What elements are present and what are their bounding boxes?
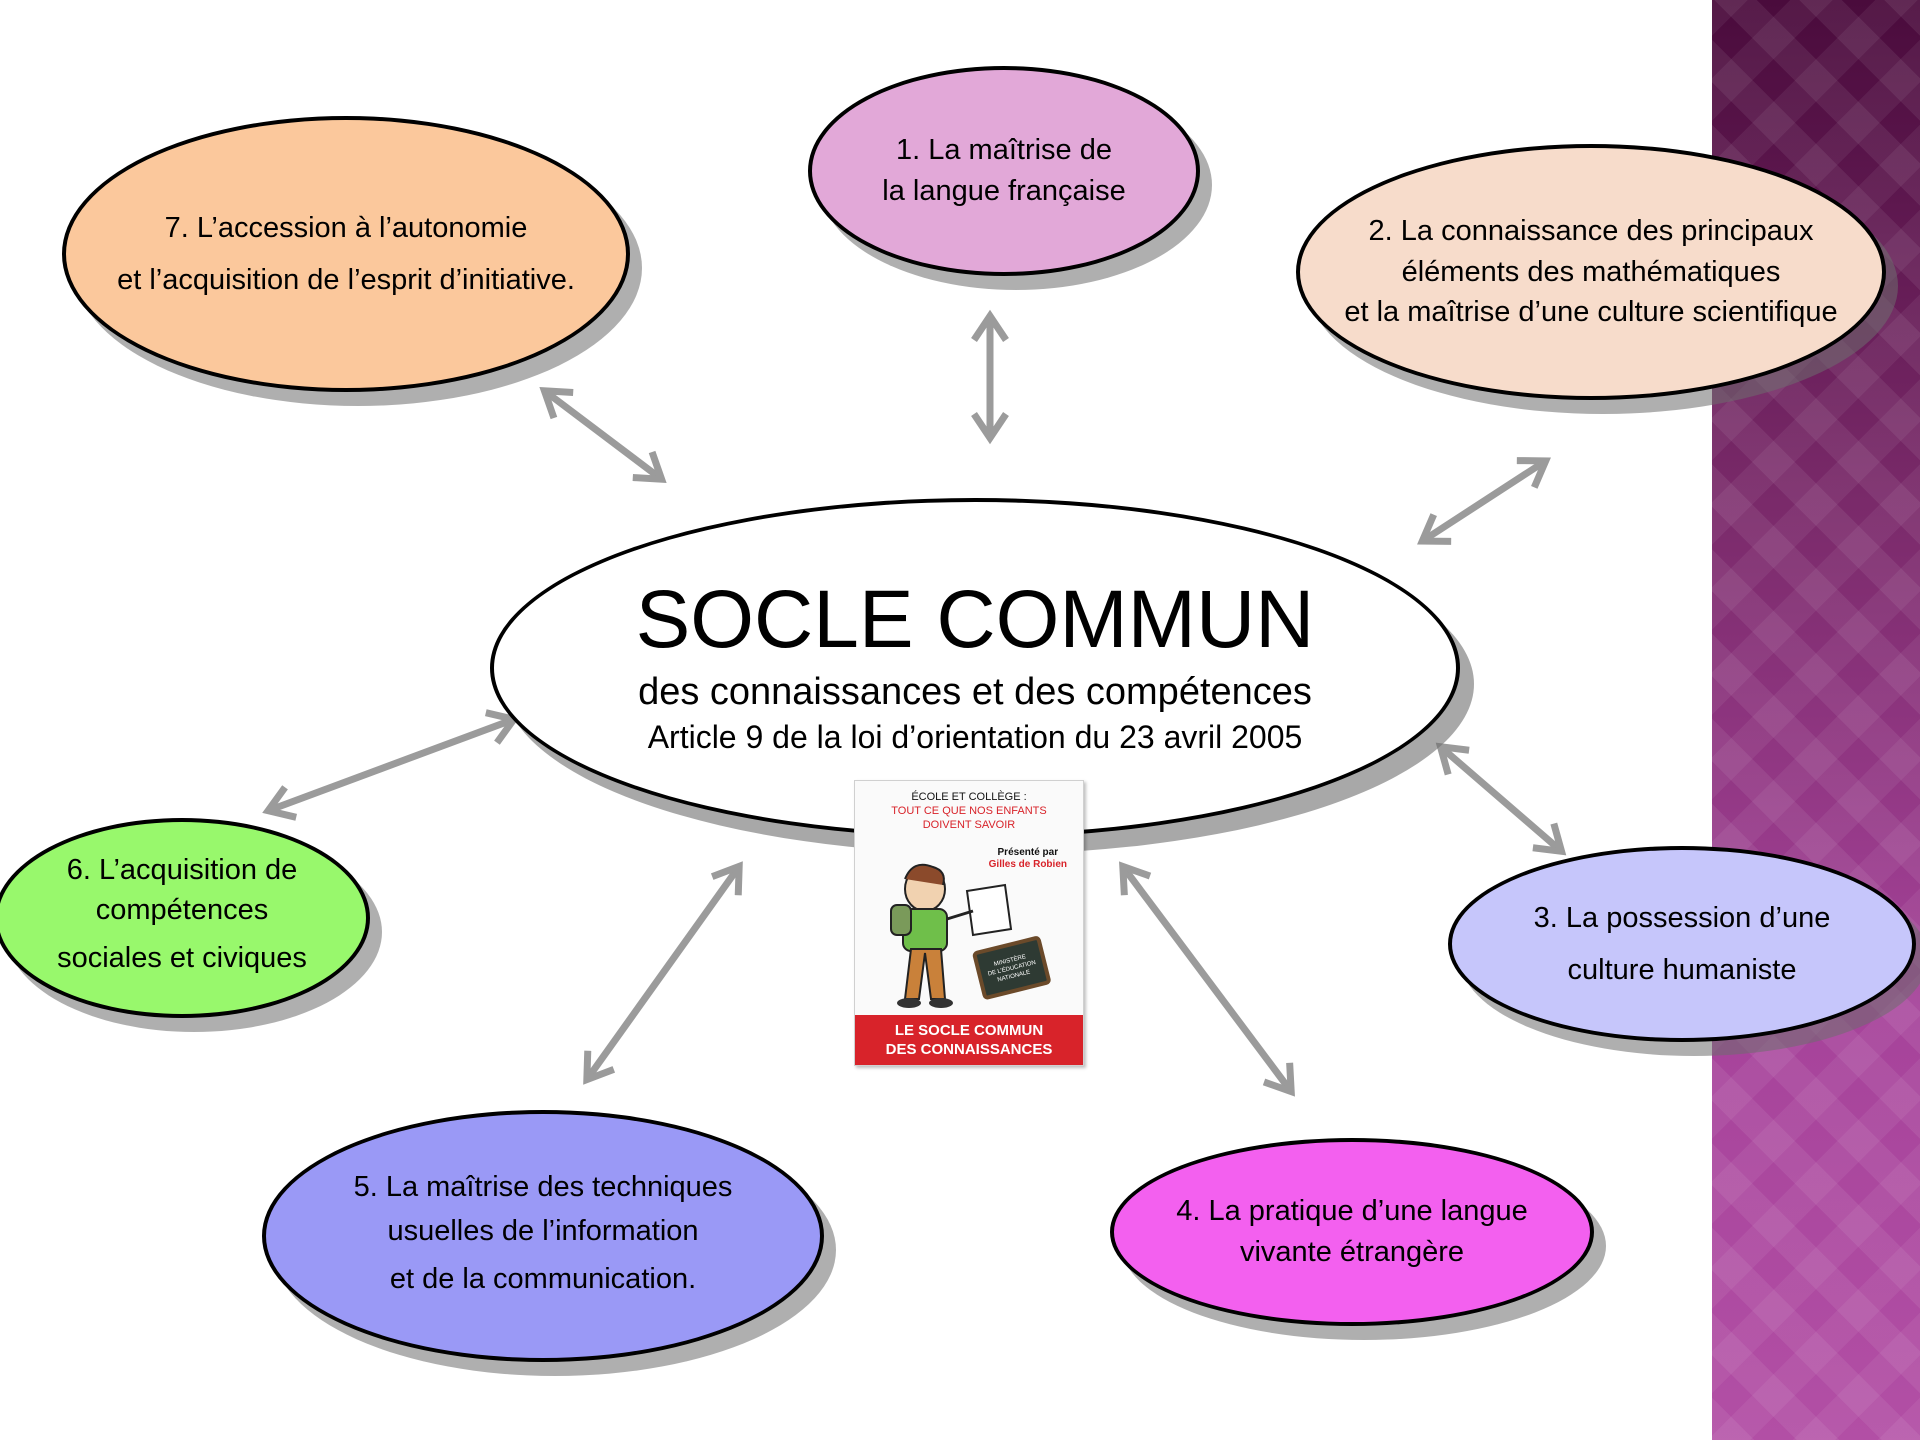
book-header: ÉCOLE ET COLLÈGE : TOUT CE QUE NOS ENFAN… — [855, 791, 1083, 832]
book-presented-label: Présenté par — [997, 847, 1059, 858]
book-author: Gilles de Robien — [988, 859, 1067, 870]
node-3-culture-humaniste: 3. La possession d’une culture humaniste — [1448, 846, 1916, 1042]
node-7-line-1: 7. L’accession à l’autonomie — [164, 211, 528, 244]
node-1-line-2: la langue française — [882, 175, 1126, 207]
node-7-autonomie-initiative: 7. L’accession à l’autonomie et l’acquis… — [62, 116, 630, 392]
arrow-center-to-4 — [1119, 861, 1295, 1097]
arrow-center-to-7 — [539, 386, 667, 484]
node-5-line-3: et de la communication. — [389, 1263, 697, 1296]
book-header-pre: ÉCOLE ET COLLÈGE : — [911, 791, 1027, 803]
center-article-reference: Article 9 de la loi d’orientation du 23 … — [647, 718, 1303, 755]
book-footer-line-1: LE SOCLE COMMUN — [894, 1021, 1044, 1039]
node-2-mathematiques-sciences: 2. La connaissance des principaux élémen… — [1296, 144, 1886, 400]
node-2-line-1: 2. La connaissance des principaux — [1368, 215, 1814, 248]
book-cover-illustration: MINISTÈRE DE L’ÉDUCATION NATIONALE — [890, 863, 1051, 1008]
arrow-center-to-5 — [583, 861, 743, 1085]
node-5-line-2: usuelles de l’information — [387, 1214, 699, 1247]
node-4-langue-vivante: 4. La pratique d’une langue vivante étra… — [1110, 1138, 1594, 1326]
node-5-techniques-information: 5. La maîtrise des techniques usuelles d… — [262, 1110, 824, 1362]
node-6-competences-sociales: 6. L’acquisition de compétences sociales… — [0, 818, 370, 1018]
book-header-line-2: DOIVENT SAVOIR — [922, 818, 1016, 831]
arrow-center-to-3 — [1435, 742, 1567, 856]
book-footer-line-2: DES CONNAISSANCES — [885, 1041, 1053, 1058]
node-2-line-3: et la maîtrise d’une culture scientifiqu… — [1344, 296, 1838, 329]
node-1-line-1: 1. La maîtrise de — [896, 134, 1112, 167]
center-title: SOCLE COMMUN — [635, 574, 1315, 666]
node-4-line-2: vivante étrangère — [1239, 1236, 1465, 1268]
node-3-line-2: culture humaniste — [1567, 954, 1797, 986]
arrow-center-to-6 — [262, 709, 520, 821]
book-footer-banner: LE SOCLE COMMUN DES CONNAISSANCES — [855, 1015, 1083, 1065]
book-cover-image: MINISTÈRE DE L’ÉDUCATION NATIONALE ÉCOLE… — [854, 780, 1084, 1066]
node-7-line-2: et l’acquisition de l’esprit d’initiativ… — [117, 264, 575, 296]
node-5-line-1: 5. La maîtrise des techniques — [353, 1171, 733, 1204]
node-4-line-1: 4. La pratique d’une langue — [1176, 1195, 1528, 1228]
book-header-line-1: TOUT CE QUE NOS ENFANTS — [891, 804, 1047, 817]
book-presenter: Présenté par Gilles de Robien — [989, 847, 1067, 871]
node-1-maitrise-langue: 1. La maîtrise de la langue française — [808, 66, 1200, 276]
node-6-line-1: 6. L’acquisition de — [66, 853, 298, 886]
node-6-line-2: compétences — [95, 894, 269, 927]
arrow-center-to-2 — [1417, 457, 1551, 545]
center-subtitle: des connaissances et des compétences — [638, 670, 1312, 713]
node-6-line-3: sociales et civiques — [57, 942, 307, 975]
node-2-line-2: éléments des mathématiques — [1401, 255, 1781, 288]
node-3-line-1: 3. La possession d’une — [1533, 901, 1831, 934]
